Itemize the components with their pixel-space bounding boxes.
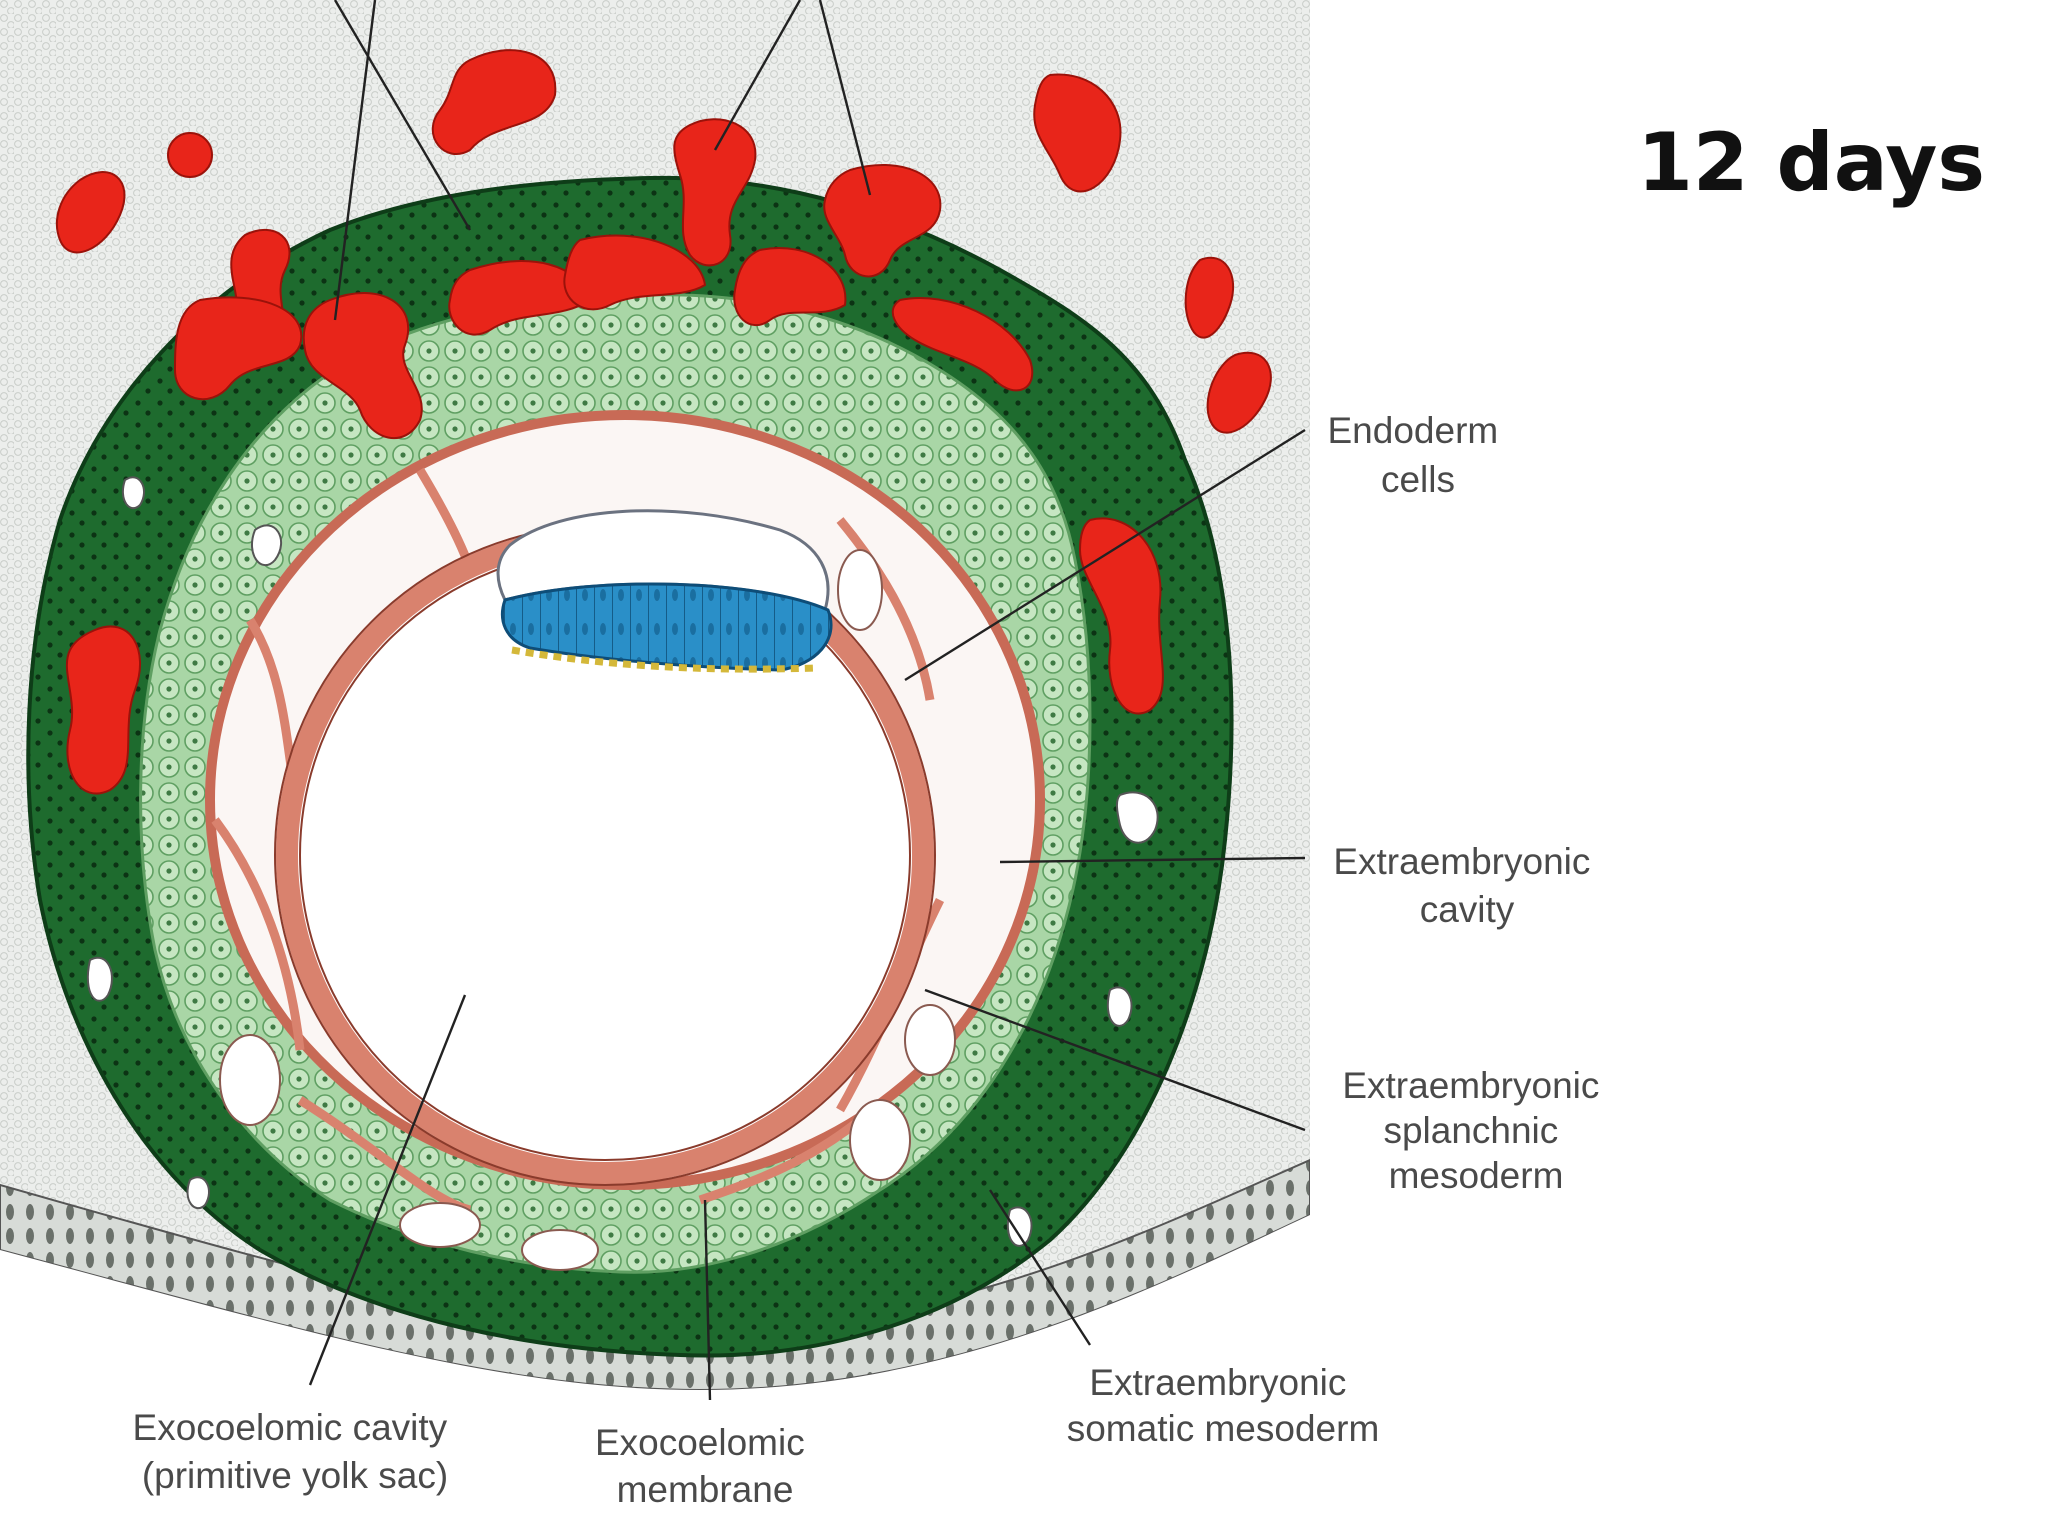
right-panel	[1310, 0, 2048, 1536]
label-cavity-line1: Extraembryonic	[1333, 841, 1590, 882]
label-somatic-line2: somatic mesoderm	[1067, 1408, 1380, 1449]
label-splanchnic-line1: Extraembryonic	[1342, 1065, 1599, 1106]
label-exocoelomic-membrane: Exocoelomic membrane	[595, 1422, 815, 1510]
label-splanchnic-line3: mesoderm	[1389, 1155, 1564, 1196]
label-extraembryonic-cavity: Extraembryonic cavity	[1333, 841, 1600, 930]
label-exocoelomic-cavity: Exocoelomic cavity (primitive yolk sac)	[133, 1407, 458, 1496]
reticulum-spaces	[219, 549, 956, 1271]
label-membrane-line2: membrane	[617, 1469, 794, 1510]
label-cavity-line2: cavity	[1420, 889, 1515, 930]
trophoblastic-lacunae	[55, 49, 1272, 795]
label-endoderm-line1: Endoderm	[1328, 410, 1499, 451]
syncytium-vacuoles	[86, 476, 1159, 1247]
label-splanchnic-mesoderm: Extraembryonic splanchnic mesoderm	[1342, 1065, 1609, 1196]
label-yolk-line1: Exocoelomic cavity	[133, 1407, 448, 1448]
label-yolk-line2: (primitive yolk sac)	[142, 1455, 448, 1496]
label-somatic-mesoderm: Extraembryonic somatic mesoderm	[1067, 1362, 1380, 1449]
hypoblast	[511, 646, 816, 673]
stage-title: 12 days	[1637, 116, 1985, 209]
label-endoderm-line2: cells	[1381, 459, 1455, 500]
leader-lines	[308, 0, 1306, 1401]
label-somatic-line1: Extraembryonic	[1089, 1362, 1346, 1403]
label-membrane-line1: Exocoelomic	[595, 1422, 805, 1463]
label-splanchnic-line2: splanchnic	[1383, 1110, 1558, 1151]
label-endoderm-cells: Endoderm cells	[1328, 410, 1509, 500]
